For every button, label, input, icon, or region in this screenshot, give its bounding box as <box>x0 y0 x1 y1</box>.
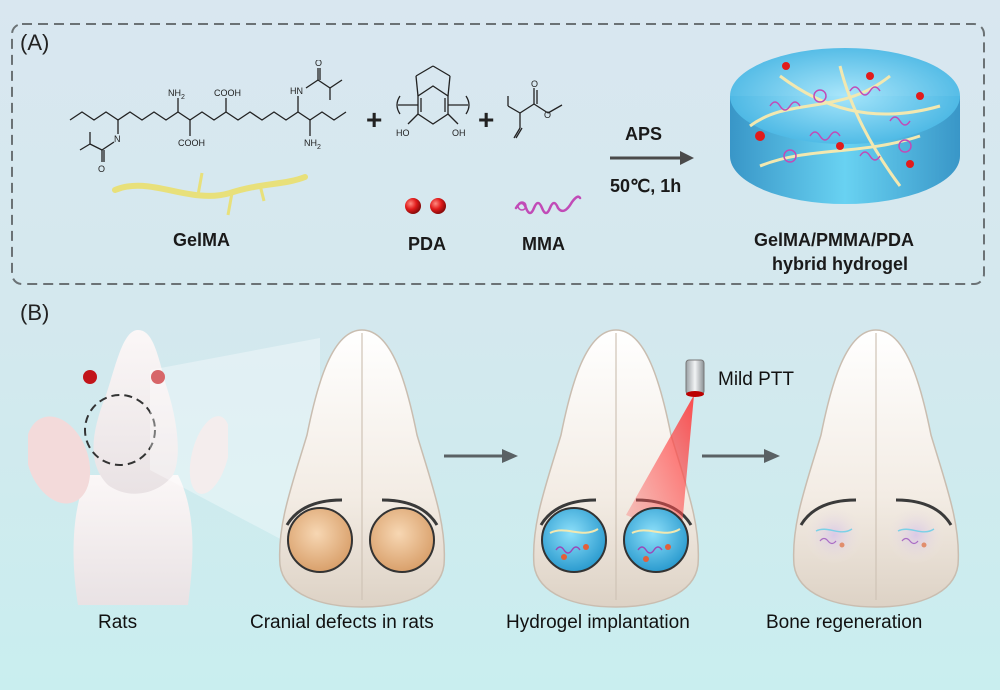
gelma-fiber-icon <box>112 172 308 216</box>
mma-chain-icon <box>514 195 582 215</box>
pda-oh-label: OH <box>452 128 466 138</box>
panel-a-label: (A) <box>20 30 50 55</box>
step-arrow-2-icon <box>702 449 780 463</box>
panel-b-label: (B) <box>20 300 50 325</box>
plus-sign-1: + <box>366 104 383 135</box>
mma-o-top: O <box>531 79 538 89</box>
product-label-line1: GelMA/PMMA/PDA <box>754 230 915 250</box>
skull-defect <box>278 329 446 608</box>
gelma-o-right: O <box>315 60 322 68</box>
gelma-label: GelMA <box>173 230 231 250</box>
laser-device-icon <box>685 359 705 397</box>
pda-particles-icon <box>405 198 446 214</box>
mma-label: MMA <box>522 234 565 254</box>
zoom-wedge <box>150 338 320 560</box>
rat-illustration <box>28 330 228 605</box>
conditions-label: 50℃, 1h <box>610 176 682 196</box>
ptt-caption: Mild PTT <box>718 369 794 390</box>
defect-caption: Cranial defects in rats <box>250 612 434 633</box>
pda-ho-label: HO <box>396 128 410 138</box>
step-arrow-1-icon <box>444 449 518 463</box>
gelma-cooh-bottom: COOH <box>178 138 205 148</box>
implant-caption: Hydrogel implantation <box>506 612 690 633</box>
rats-caption: Rats <box>98 612 138 633</box>
mma-o-ester: O <box>544 110 551 120</box>
pda-structure: HO OH <box>396 65 470 138</box>
reaction-arrow-icon <box>610 151 694 165</box>
hydrogel-disk-icon <box>730 48 960 204</box>
skull-regenerated <box>792 329 960 608</box>
regen-caption: Bone regeneration <box>766 612 923 633</box>
skull-implant <box>532 329 700 608</box>
product-label-line2: hybrid hydrogel <box>772 254 909 274</box>
gelma-cooh-top: COOH <box>214 88 241 98</box>
plus-sign-2: + <box>478 104 495 135</box>
gelma-structure: NH2 COOH COOH N O HN O NH2 <box>69 60 347 174</box>
mma-structure: O O <box>507 79 563 139</box>
gelma-nh2-top: NH2 <box>168 88 185 101</box>
initiator-label: APS <box>625 124 663 144</box>
gelma-nh2-bottom: NH2 <box>304 138 321 151</box>
gelma-n-label: N <box>114 134 121 144</box>
gelma-o-left: O <box>98 164 105 174</box>
pda-label: PDA <box>408 234 447 254</box>
gelma-hn-label: HN <box>290 86 303 96</box>
